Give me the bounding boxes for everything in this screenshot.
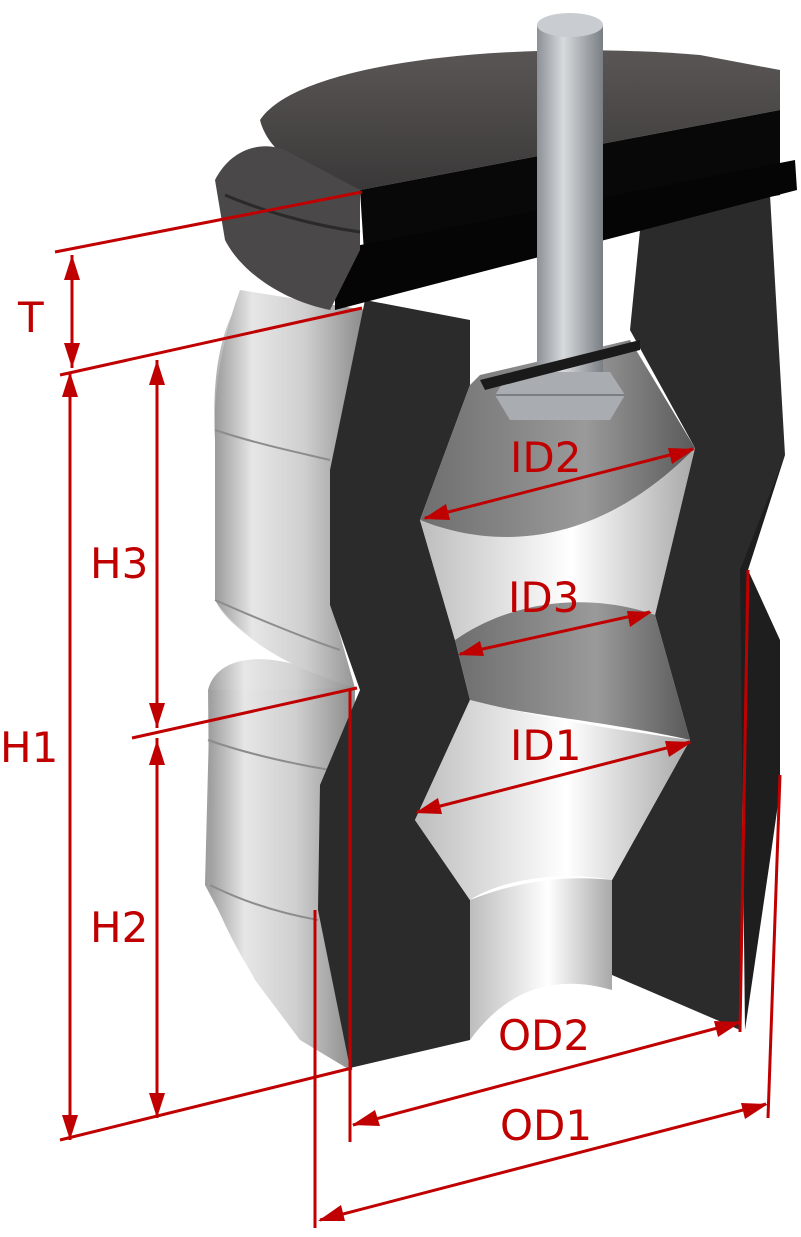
label-h2: H2: [90, 903, 148, 952]
section-left-wall: [318, 300, 470, 1068]
label-id2: ID2: [510, 433, 581, 482]
label-id3: ID3: [508, 573, 579, 622]
label-t: T: [17, 293, 44, 342]
label-id1: ID1: [510, 721, 581, 770]
bolt-shank: [537, 25, 603, 385]
outer-lower-bulge: [208, 659, 355, 1070]
dimension-labels: T H3 H1 H2 ID2 ID3 ID1 OD2 OD1: [0, 293, 592, 1150]
inner-cavity-id2: [420, 448, 695, 640]
dimension-arrows: [62, 255, 768, 1221]
section-right-wall: [612, 195, 785, 1030]
mount-body: [205, 13, 797, 1070]
section-right-edge: [740, 195, 785, 1030]
inner-cavity-id1: [415, 700, 690, 900]
label-h3: H3: [90, 539, 148, 588]
top-plate-left-lug: [215, 146, 360, 310]
label-od2: OD2: [498, 1011, 590, 1060]
inner-cavity-id3: [455, 602, 690, 740]
inner-cavity-bottom: [470, 878, 612, 1040]
top-plate-upper-face: [260, 50, 780, 190]
outer-upper-bulge: [214, 290, 365, 688]
dimension-lines: [54, 190, 782, 1228]
label-h1: H1: [0, 723, 58, 772]
label-od1: OD1: [500, 1101, 592, 1150]
